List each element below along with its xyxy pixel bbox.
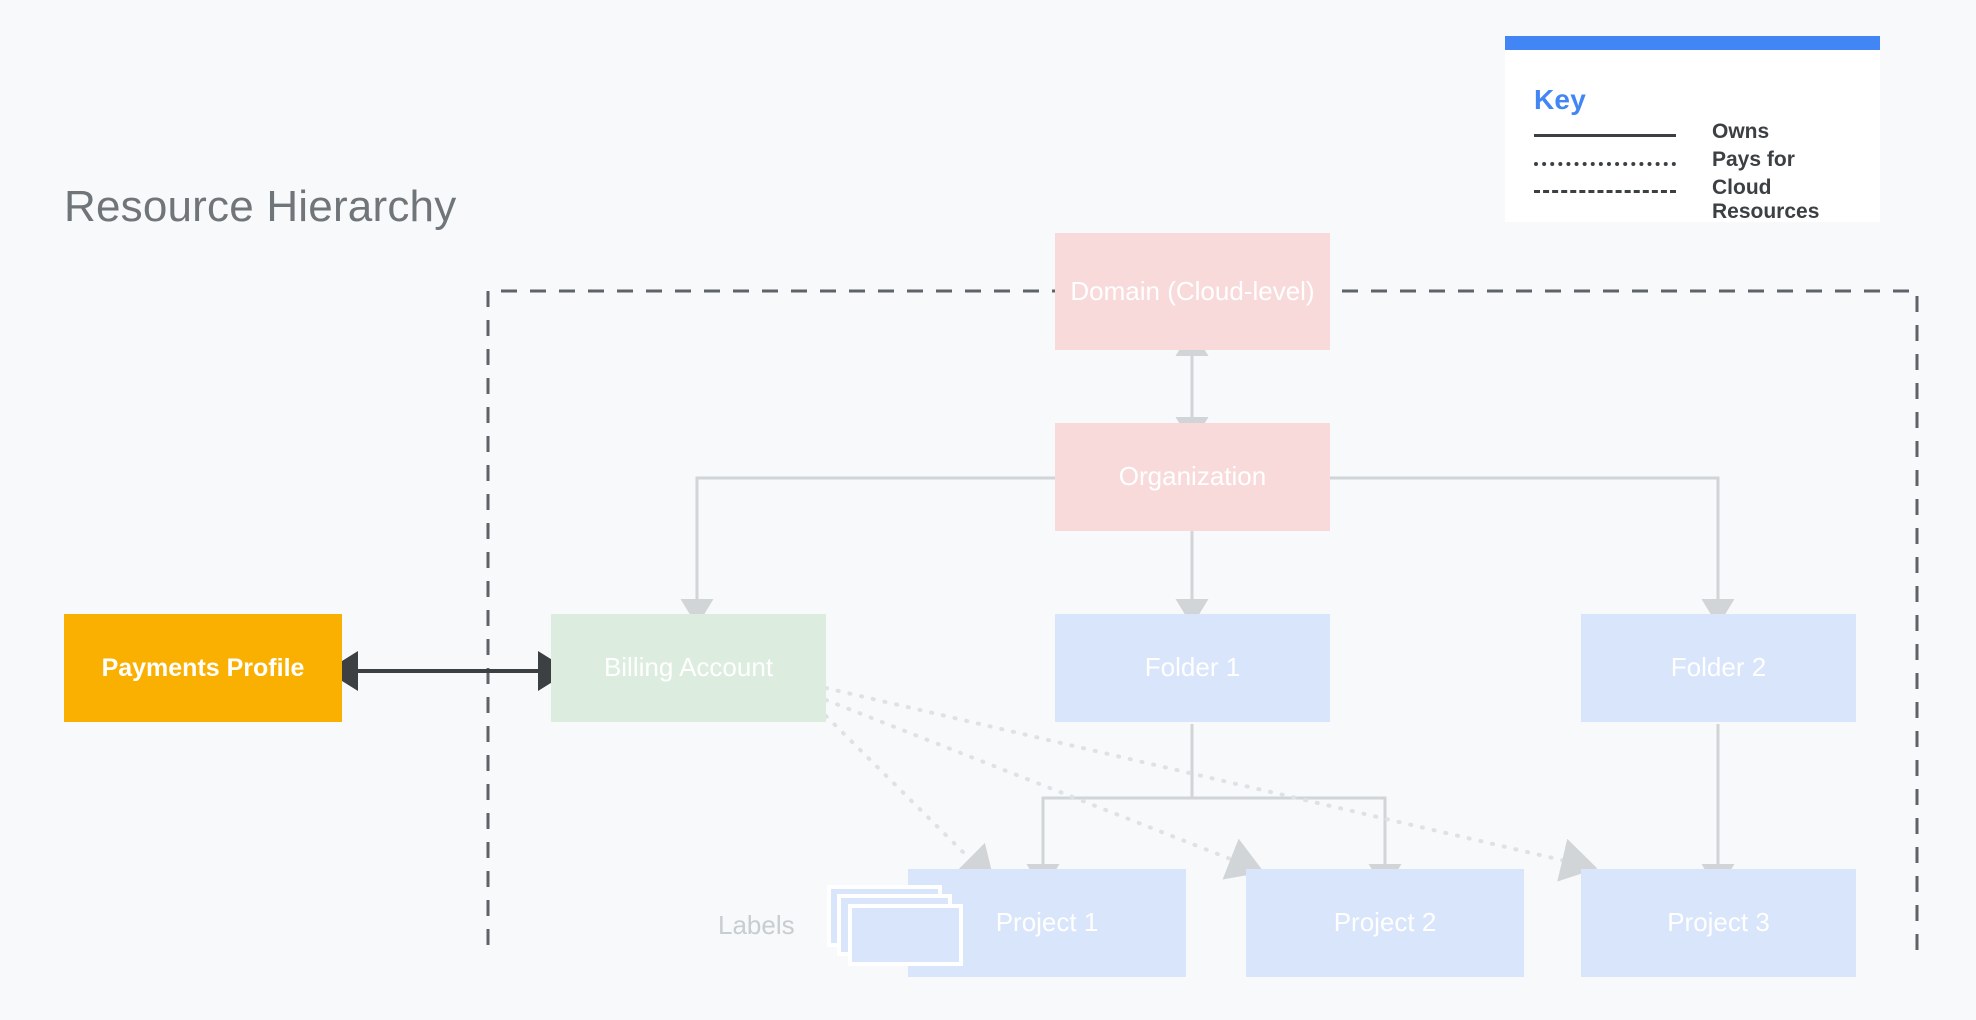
- solid-line-icon: [1534, 134, 1676, 137]
- edge-folder-1-project-2: [1192, 796, 1402, 891]
- dotted-line-icon: [1534, 162, 1676, 166]
- legend-title: Key: [1534, 84, 1586, 115]
- legend-item-cloud-resources-label: Cloud Resources: [1712, 176, 1820, 223]
- node-project-2-label: Project 2: [1333, 907, 1437, 938]
- edge-billing-pays-project-1: [824, 714, 995, 884]
- node-folder-2-label: Folder 2: [1670, 652, 1767, 683]
- node-project-3[interactable]: Project 3: [1581, 869, 1856, 977]
- dashed-line-icon: [1534, 190, 1676, 193]
- node-project-1-label: Project 1: [995, 907, 1099, 938]
- node-folder-1-label: Folder 1: [1144, 652, 1241, 683]
- node-domain-label: Domain (Cloud-level): [1070, 275, 1315, 306]
- node-billing-account[interactable]: Billing Account: [551, 614, 826, 722]
- node-payments-profile-label: Payments Profile: [101, 653, 305, 682]
- node-project-3-label: Project 3: [1667, 907, 1770, 938]
- node-organization[interactable]: Organization: [1055, 423, 1330, 531]
- edge-folder-1-project-1: [1026, 796, 1192, 891]
- node-folder-2[interactable]: Folder 2: [1581, 614, 1856, 722]
- node-folder-1[interactable]: Folder 1: [1055, 614, 1330, 722]
- node-organization-label: Organization: [1118, 461, 1267, 492]
- legend-accent-bar: [1505, 36, 1880, 50]
- labels-stack-icon: [827, 885, 967, 966]
- node-domain[interactable]: Domain (Cloud-level): [1055, 233, 1330, 350]
- node-billing-account-label: Billing Account: [603, 652, 774, 683]
- labels-caption: Labels: [718, 910, 795, 940]
- legend-item-owns-label: Owns: [1712, 120, 1770, 143]
- node-project-2[interactable]: Project 2: [1246, 869, 1524, 977]
- legend-panel: Key Owns Pays for Cloud Resources: [1505, 36, 1880, 223]
- edge-billing-pays-project-2: [824, 698, 1265, 880]
- legend-item-pays-for-label: Pays for: [1712, 148, 1795, 171]
- node-payments-profile[interactable]: Payments Profile: [64, 614, 342, 722]
- page-title: Resource Hierarchy: [64, 182, 457, 231]
